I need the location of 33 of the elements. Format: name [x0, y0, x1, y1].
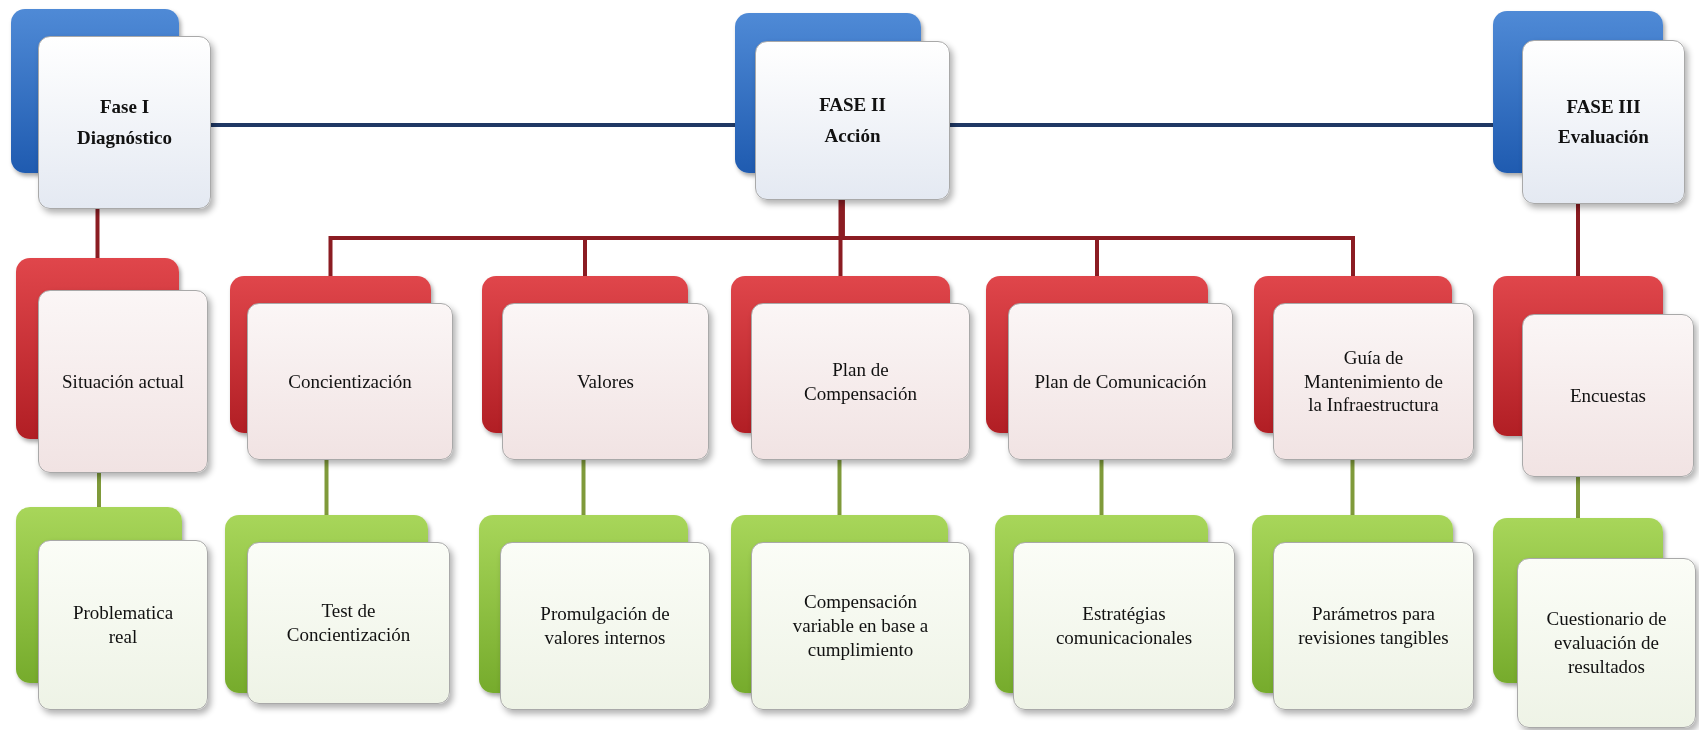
step-text: Concientización [288, 369, 412, 394]
connector-line [1576, 477, 1580, 518]
step-text: Test de Concientización [285, 599, 412, 647]
step-text: Encuestas [1570, 383, 1646, 408]
phase-subtitle: Diagnóstico [77, 125, 172, 150]
step-text: Estratégias comunicacionales [1054, 602, 1194, 650]
phase-subtitle: Acción [824, 123, 881, 148]
connector-line [581, 460, 586, 515]
phase-subtitle: Evaluación [1558, 125, 1649, 149]
connector-line [838, 200, 843, 276]
phase-title: Fase I [99, 95, 150, 120]
connector-line [840, 200, 1355, 276]
step-text: Problematica real [71, 601, 175, 649]
connector-line [211, 123, 735, 127]
connector-line [1350, 460, 1355, 515]
step-text: Valores [577, 369, 634, 394]
phase-title: FASE III [1566, 94, 1641, 119]
step-text: Situación actual [62, 369, 184, 394]
step-text: Promulgación de valores internos [539, 602, 671, 650]
connector-line [324, 460, 329, 515]
step-text: Plan de Comunicación [1034, 369, 1207, 394]
step-text: Parámetros para revisiones tangibles [1297, 602, 1450, 650]
connector-line [95, 209, 100, 258]
step-text: Plan de Compensación [803, 357, 918, 406]
step-text: Compensación variable en base a cumplimiento [791, 590, 930, 662]
phase-title: FASE II [819, 93, 886, 118]
connector-line [1576, 204, 1580, 276]
connector-line [97, 473, 101, 507]
connector-line [1099, 460, 1104, 515]
connector-line [950, 123, 1493, 127]
step-text: Guía de Mantenimiento de la Infraestructura [1303, 345, 1444, 418]
connector-line [837, 460, 842, 515]
step-text: Cuestionario de evaluación de resultados [1545, 607, 1668, 679]
